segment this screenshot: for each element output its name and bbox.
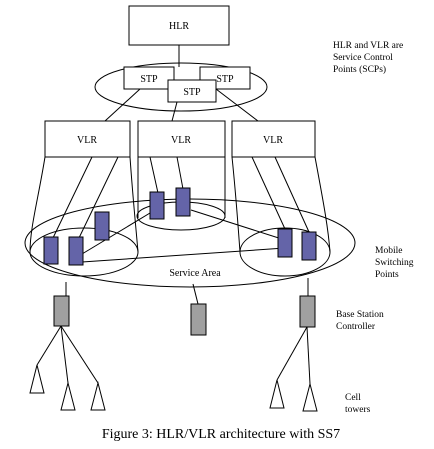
- hlr-box: [128, 5, 230, 46]
- vlr-right-box: [231, 120, 316, 158]
- vlr-msc-link-3: [149, 156, 159, 194]
- switch-6: [277, 228, 293, 258]
- bsc-tower-link-4: [276, 326, 308, 381]
- stp-left-label: STP: [140, 74, 158, 85]
- vlr-left-cylinder: [29, 156, 46, 253]
- bsc-tower-link-1: [36, 325, 62, 366]
- stp-box-left: [123, 66, 175, 90]
- switch-link-1: [81, 247, 286, 263]
- stp-vlr-link-left: [104, 88, 141, 122]
- switch-link-3: [190, 209, 286, 241]
- vlr-left-box: [44, 120, 131, 158]
- vlr-center-label: VLR: [171, 135, 191, 146]
- vlr-left-label: VLR: [77, 135, 97, 146]
- switch-4: [149, 191, 165, 220]
- stp-vlr-link-center: [171, 101, 178, 122]
- vlr-right-cylinder-edge: [314, 156, 331, 253]
- vlr-msc-link-2: [77, 156, 119, 241]
- vlr-left-cylinder-edge: [129, 156, 139, 253]
- stp-right-label: STP: [216, 74, 234, 85]
- cell-note-line1: Cell: [345, 393, 361, 403]
- switch-3: [94, 211, 110, 241]
- stp-center-label: STP: [183, 87, 201, 98]
- msc-bsc-link-center: [192, 283, 199, 305]
- cell-tower-2: [60, 381, 76, 411]
- cell-tower-3: [90, 381, 106, 411]
- cell-tower-5: [302, 382, 318, 412]
- bsc-tower-link-5: [306, 326, 311, 385]
- switch-2: [68, 236, 84, 266]
- cell-tower-1: [29, 364, 45, 394]
- cell-note-line2: towers: [345, 405, 371, 415]
- vlr-msc-link-5: [251, 156, 286, 230]
- service-area-label: Service Area: [169, 268, 221, 279]
- scp-note-line2: Service Control: [333, 53, 393, 63]
- bsc-tower-link-3: [60, 325, 99, 384]
- scp-note-line1: HLR and VLR are: [333, 41, 403, 51]
- switch-7: [301, 231, 317, 261]
- switch-1: [43, 236, 59, 265]
- scp-note-line3: Points (SCPs): [333, 64, 386, 75]
- msp-note-line1: Mobile: [375, 246, 402, 256]
- stp-box-center: [167, 79, 217, 103]
- bsc-note-line1: Base Station: [336, 310, 384, 320]
- hlr-label: HLR: [169, 21, 189, 32]
- switch-link-2: [81, 209, 156, 255]
- vlr-msc-link-6: [274, 156, 310, 233]
- vlr-msc-link-4: [176, 156, 184, 190]
- figure-caption: Figure 3: HLR/VLR architecture with SS7: [102, 427, 340, 442]
- stp-vlr-link-right: [215, 88, 259, 122]
- bsc-right: [299, 295, 316, 328]
- vlr-right-label: VLR: [263, 135, 283, 146]
- stp-ellipse: [94, 62, 268, 112]
- bsc-tower-link-2: [60, 325, 69, 384]
- cell-tower-4: [269, 379, 285, 409]
- msp-note-line2: Switching: [375, 258, 414, 268]
- bsc-left: [53, 295, 70, 327]
- switch-5: [175, 187, 191, 217]
- bsc-center: [190, 303, 207, 336]
- msp-note-line3: Points: [375, 270, 399, 280]
- bsc-note-line2: Controller: [336, 322, 376, 332]
- vlr-msc-link-1: [51, 156, 93, 241]
- vlr-right-cylinder: [231, 156, 241, 253]
- vlr-center-box: [137, 120, 226, 158]
